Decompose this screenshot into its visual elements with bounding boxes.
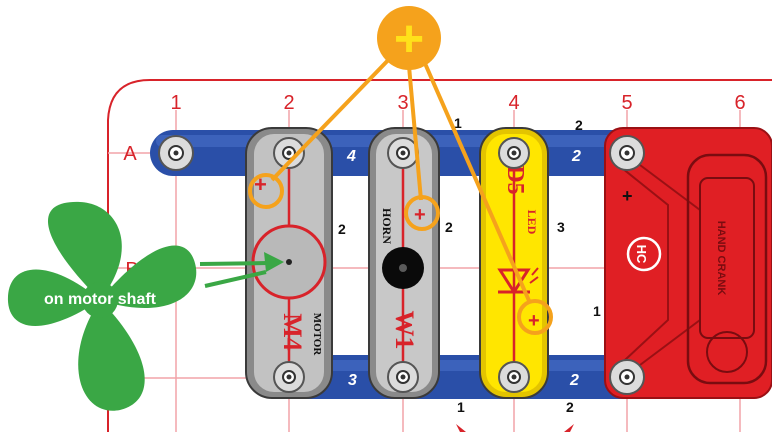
- led-code: D5: [502, 165, 528, 194]
- level-number-bottom-right: 2: [566, 399, 574, 415]
- plus-callout: +: [377, 6, 441, 70]
- wire-number-bottom-blue-right: 2: [569, 372, 579, 389]
- column-label-3: 3: [397, 92, 408, 114]
- fan-blade-right: [100, 245, 197, 309]
- level-number-led: 3: [557, 219, 565, 235]
- fan-hub: [82, 282, 118, 318]
- crank-edge-lines: [639, 164, 701, 366]
- snaps: [158, 135, 645, 395]
- callout-lines: [270, 48, 532, 304]
- fan-icon: on motor shaft: [7, 201, 197, 411]
- snap-a3[interactable]: [387, 137, 419, 169]
- fan-to-shaft-arrows: [199, 252, 284, 288]
- level-numbers: 1 2 1 2 2 2 3 1: [338, 115, 601, 415]
- fan-arrow-line-1: [199, 261, 269, 266]
- fan-blade-left: [7, 269, 100, 326]
- bottom-snap-wire: [264, 355, 654, 399]
- callout-ring-horn: [404, 195, 440, 231]
- led-ray-1: [531, 267, 539, 276]
- crank-polarity-plus: +: [622, 186, 633, 206]
- plus-callout-symbol: +: [394, 10, 424, 68]
- wire-number-top-blue-right: 2: [571, 148, 581, 165]
- crank-handle-outline: [686, 153, 768, 385]
- level-number-top-left: 1: [454, 115, 462, 131]
- column-labels: 1 2 3 4 5 6: [170, 92, 745, 114]
- snap-a2[interactable]: [273, 137, 305, 169]
- column-label-2: 2: [283, 92, 294, 114]
- snap-a5[interactable]: [609, 135, 645, 171]
- snap-c2[interactable]: [273, 361, 305, 393]
- horn-name: HORN: [380, 208, 394, 244]
- snap-a4[interactable]: [498, 137, 530, 169]
- motor-shaft: [286, 259, 292, 265]
- bottom-wire-highlight: [270, 360, 648, 371]
- column-label-1: 1: [170, 92, 181, 114]
- crank-slant-line: [611, 159, 669, 373]
- snap-c4[interactable]: [498, 361, 530, 393]
- callout-line-led: [418, 51, 532, 304]
- motor-code: M4: [278, 313, 307, 351]
- led-polarity-plus: +: [528, 310, 540, 332]
- horn-polarity-plus: +: [414, 204, 426, 226]
- column-label-4: 4: [508, 92, 519, 114]
- crank-handle-slot: [699, 177, 755, 339]
- callout-line-motor: [270, 48, 400, 182]
- callout-ring-motor: [248, 173, 284, 209]
- horn-code: W1: [390, 311, 419, 350]
- wire-number-top-blue-left: 4: [346, 148, 356, 165]
- motor-component[interactable]: + M4 MOTOR: [245, 127, 333, 399]
- fan-arrow-head-1: [264, 252, 284, 272]
- callout-line-horn: [406, 54, 423, 201]
- horn-speaker-center: [399, 264, 407, 272]
- bottom-arrow-left: [456, 424, 466, 432]
- snap-a1[interactable]: [158, 135, 194, 171]
- level-number-horn: 2: [445, 219, 453, 235]
- plus-callout-circle: [377, 6, 441, 70]
- column-label-6: 6: [734, 92, 745, 114]
- callout-rings: [248, 173, 553, 335]
- crank-name: HAND CRANK: [715, 221, 727, 296]
- snap-c5[interactable]: [609, 359, 645, 395]
- callout-ring-led: [517, 299, 553, 335]
- fan-arrow-line-2: [204, 270, 267, 288]
- fan-label: on motor shaft: [44, 291, 157, 308]
- snap-c3[interactable]: [387, 361, 419, 393]
- column-label-5: 5: [621, 92, 632, 114]
- led-name: LED: [525, 210, 539, 235]
- fan-blade-top: [47, 201, 122, 300]
- wire-number-bottom-blue-left: 3: [348, 372, 357, 389]
- level-number-top-right: 2: [575, 117, 583, 133]
- motor-name: MOTOR: [311, 313, 323, 357]
- crank-code: HC: [634, 245, 649, 264]
- crank-knob: [706, 331, 748, 373]
- fan-blade-bottom: [78, 300, 145, 411]
- level-number-motor: 2: [338, 221, 346, 237]
- hand-crank-component[interactable]: HC HAND CRANK +: [604, 127, 772, 399]
- bottom-arrow-right: [564, 424, 574, 432]
- crank-code-circle: [626, 236, 662, 272]
- level-number-bottom-left: 1: [457, 399, 465, 415]
- level-number-right: 1: [593, 303, 601, 319]
- row-label-a: A: [123, 143, 137, 165]
- led-ray-2: [529, 276, 539, 284]
- base-plate-outline: [107, 79, 772, 432]
